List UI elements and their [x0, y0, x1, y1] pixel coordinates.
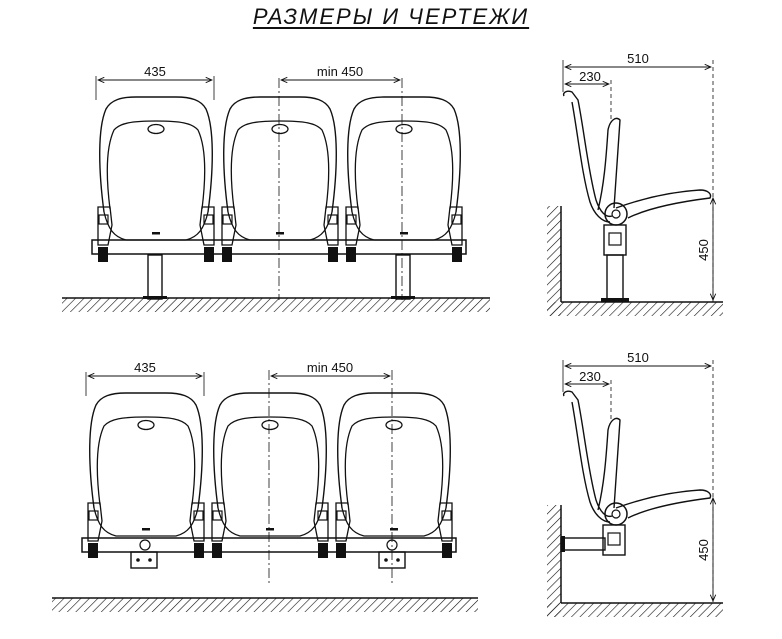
dim-seat-spacing: min 450	[307, 360, 353, 375]
seat	[211, 392, 329, 559]
side-view-riser-mounted: 510 230 450	[547, 350, 723, 617]
dim-depth-folded: 230	[579, 69, 601, 84]
page-title: РАЗМЕРЫ И ЧЕРТЕЖИ	[252, 4, 530, 29]
dim-seat-spacing: min 450	[317, 64, 363, 79]
wall-arm	[560, 537, 606, 551]
dim-depth-folded: 230	[579, 369, 601, 384]
dim-seat-height: 450	[696, 539, 711, 561]
support-leg	[147, 254, 163, 300]
dim-depth-total: 510	[627, 51, 649, 66]
seat-profile	[562, 90, 712, 226]
seat	[345, 96, 463, 263]
seat-profile	[562, 390, 712, 526]
support-leg	[395, 254, 411, 300]
dim-depth-total: 510	[627, 350, 649, 365]
seat	[221, 96, 339, 263]
side-view-floor-mounted: 510 230 450	[547, 51, 723, 316]
front-view-riser-mounted: 435 min 450	[52, 360, 478, 612]
seat	[87, 392, 205, 559]
dim-seat-width: 435	[134, 360, 156, 375]
seat	[335, 392, 453, 559]
dim-seat-height: 450	[696, 239, 711, 261]
floor-hatch	[62, 298, 490, 312]
dim-seat-width: 435	[144, 64, 166, 79]
seat	[97, 96, 215, 263]
wall-bracket	[130, 551, 158, 569]
front-view-floor-mounted: 435 min 450	[62, 64, 490, 312]
